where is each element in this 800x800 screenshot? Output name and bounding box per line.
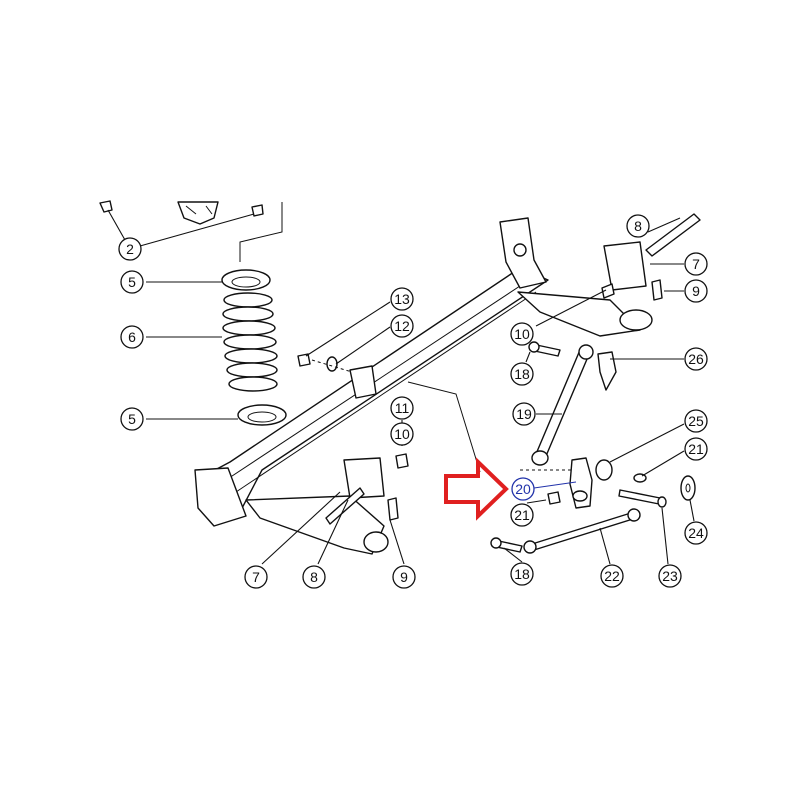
callout-18-lower: 18 (510, 562, 534, 586)
svg-text:8: 8 (634, 218, 642, 234)
callout-12: 12 (390, 314, 414, 338)
callout-8-lower: 8 (302, 565, 326, 589)
leader-lines (107, 209, 695, 565)
callout-22: 22 (600, 564, 624, 588)
bolt-part-23 (618, 489, 667, 508)
coil-spring (222, 292, 278, 392)
callout-11: 11 (390, 396, 414, 420)
bracket-part-20 (520, 457, 593, 509)
bolt-part-2-left (99, 200, 113, 213)
svg-text:6: 6 (128, 329, 136, 345)
callout-21-upper: 21 (684, 437, 708, 461)
spring-isolator-upper (221, 269, 271, 291)
svg-text:20: 20 (515, 481, 531, 497)
svg-text:10: 10 (514, 326, 530, 342)
callout-19: 19 (512, 402, 536, 426)
callout-21-lower: 21 (510, 503, 534, 527)
upper-link-part-19 (531, 344, 594, 466)
callout-25: 25 (684, 409, 708, 433)
svg-text:10: 10 (394, 426, 410, 442)
callout-8-upper: 8 (626, 214, 650, 238)
callout-7-upper: 7 (684, 252, 708, 276)
svg-text:25: 25 (688, 413, 704, 429)
svg-text:12: 12 (394, 318, 410, 334)
callout-18-upper: 18 (510, 362, 534, 386)
svg-text:23: 23 (662, 568, 678, 584)
bolt-part-9-lower (387, 497, 399, 521)
svg-text:19: 19 (516, 406, 532, 422)
callout-10-upper: 10 (510, 322, 534, 346)
callout-5-lower: 5 (120, 407, 144, 431)
svg-text:5: 5 (128, 411, 136, 427)
callout-6: 6 (120, 325, 144, 349)
bolt-part-2-right (251, 204, 264, 217)
bolt-part-9-upper (651, 279, 663, 301)
svg-text:9: 9 (400, 569, 408, 585)
svg-text:22: 22 (604, 568, 620, 584)
callout-9-lower: 9 (392, 565, 416, 589)
callout-9-upper: 9 (684, 279, 708, 303)
axle-beam (194, 217, 653, 555)
nut-part-13 (297, 353, 311, 367)
svg-text:11: 11 (395, 400, 410, 416)
callout-20: 20 (511, 477, 535, 501)
svg-text:18: 18 (514, 366, 530, 382)
callout-7-lower: 7 (244, 565, 268, 589)
spring-mount-top (177, 201, 283, 262)
svg-text:2: 2 (126, 241, 134, 257)
callout-26: 26 (684, 347, 708, 371)
nut-part-10-upper (601, 283, 615, 299)
svg-text:21: 21 (688, 441, 704, 457)
callout-23: 23 (658, 564, 682, 588)
nut-part-21-lower (547, 491, 561, 505)
svg-text:13: 13 (394, 291, 410, 307)
callout-5-upper: 5 (120, 270, 144, 294)
svg-text:7: 7 (252, 569, 260, 585)
bracket-part-26 (597, 351, 617, 391)
bushing-part-25 (595, 459, 613, 481)
svg-text:8: 8 (310, 569, 318, 585)
bolt-part-8-upper (645, 213, 701, 257)
svg-text:7: 7 (692, 256, 700, 272)
spring-isolator-lower (237, 404, 287, 426)
svg-text:26: 26 (688, 351, 704, 367)
svg-text:21: 21 (514, 507, 530, 523)
svg-text:9: 9 (692, 283, 700, 299)
callout-2: 2 (118, 237, 142, 261)
washer-part-12 (311, 356, 353, 373)
red-indicator-arrow (444, 457, 509, 521)
svg-text:5: 5 (128, 274, 136, 290)
nut-part-10-lower (395, 453, 409, 469)
callout-24: 24 (684, 521, 708, 545)
bolt-part-18-lower (490, 537, 523, 553)
callout-10-lower: 10 (390, 422, 414, 446)
callout-13: 13 (390, 287, 414, 311)
washer-part-24 (680, 475, 696, 501)
bolt-part-18-upper (528, 341, 561, 357)
lower-link-part-22 (523, 508, 641, 554)
callout-layer: 2 5 6 5 13 12 11 10 7 8 9 8 7 9 10 26 18… (118, 214, 708, 589)
svg-text:24: 24 (688, 525, 704, 541)
svg-text:18: 18 (514, 566, 530, 582)
